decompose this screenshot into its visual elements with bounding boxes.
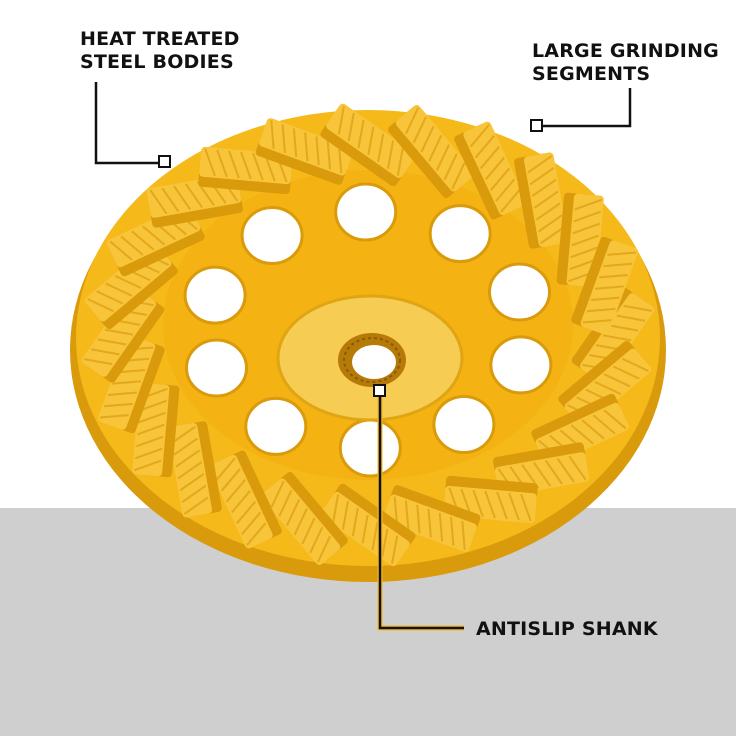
callout-antislip-line1: ANTISLIP SHANK bbox=[476, 618, 658, 640]
callout-antislip: ANTISLIP SHANK bbox=[476, 618, 658, 641]
segment bbox=[514, 152, 569, 249]
leader-line-shank bbox=[378, 394, 464, 630]
cooling-hole bbox=[183, 265, 247, 325]
callout-large-line1: LARGE GRINDING bbox=[532, 40, 719, 62]
callout-large-grinding: LARGE GRINDING SEGMENTS bbox=[532, 40, 719, 86]
leader-marker-large bbox=[530, 119, 543, 132]
leader-line-heat bbox=[94, 82, 160, 165]
segment bbox=[571, 287, 655, 383]
callout-heat-treated: HEAT TREATED STEEL BODIES bbox=[80, 28, 240, 74]
cooling-hole bbox=[432, 395, 496, 454]
segment bbox=[209, 450, 282, 549]
leader-line-large bbox=[542, 88, 632, 128]
callout-heat-line2: STEEL BODIES bbox=[80, 51, 234, 73]
arbor-boss-edge bbox=[276, 294, 464, 422]
callout-large-line2: SEGMENTS bbox=[532, 63, 651, 85]
cooling-hole bbox=[244, 396, 308, 456]
segment bbox=[454, 121, 527, 220]
segment bbox=[198, 146, 293, 195]
cooling-hole bbox=[489, 335, 553, 395]
segment bbox=[320, 103, 416, 187]
cooling-hole bbox=[488, 262, 551, 322]
threaded-hole-inner bbox=[352, 345, 396, 379]
segment bbox=[81, 287, 165, 383]
cooling-hole bbox=[240, 206, 304, 265]
segment bbox=[255, 118, 354, 185]
segment bbox=[571, 236, 639, 335]
cooling-hole bbox=[185, 338, 248, 398]
grinding-segments bbox=[81, 103, 655, 567]
callout-heat-line1: HEAT TREATED bbox=[80, 28, 240, 50]
segment bbox=[320, 483, 416, 567]
cooling-holes bbox=[183, 182, 553, 478]
segment bbox=[382, 485, 481, 552]
cooling-hole bbox=[428, 204, 492, 264]
leader-marker-shank bbox=[373, 384, 386, 397]
leader-marker-heat bbox=[158, 155, 171, 168]
cooling-hole bbox=[338, 418, 402, 478]
segment bbox=[261, 472, 348, 565]
segment bbox=[167, 421, 222, 518]
segment bbox=[388, 105, 475, 198]
cooling-hole bbox=[334, 182, 398, 242]
thread-ring bbox=[343, 337, 401, 383]
